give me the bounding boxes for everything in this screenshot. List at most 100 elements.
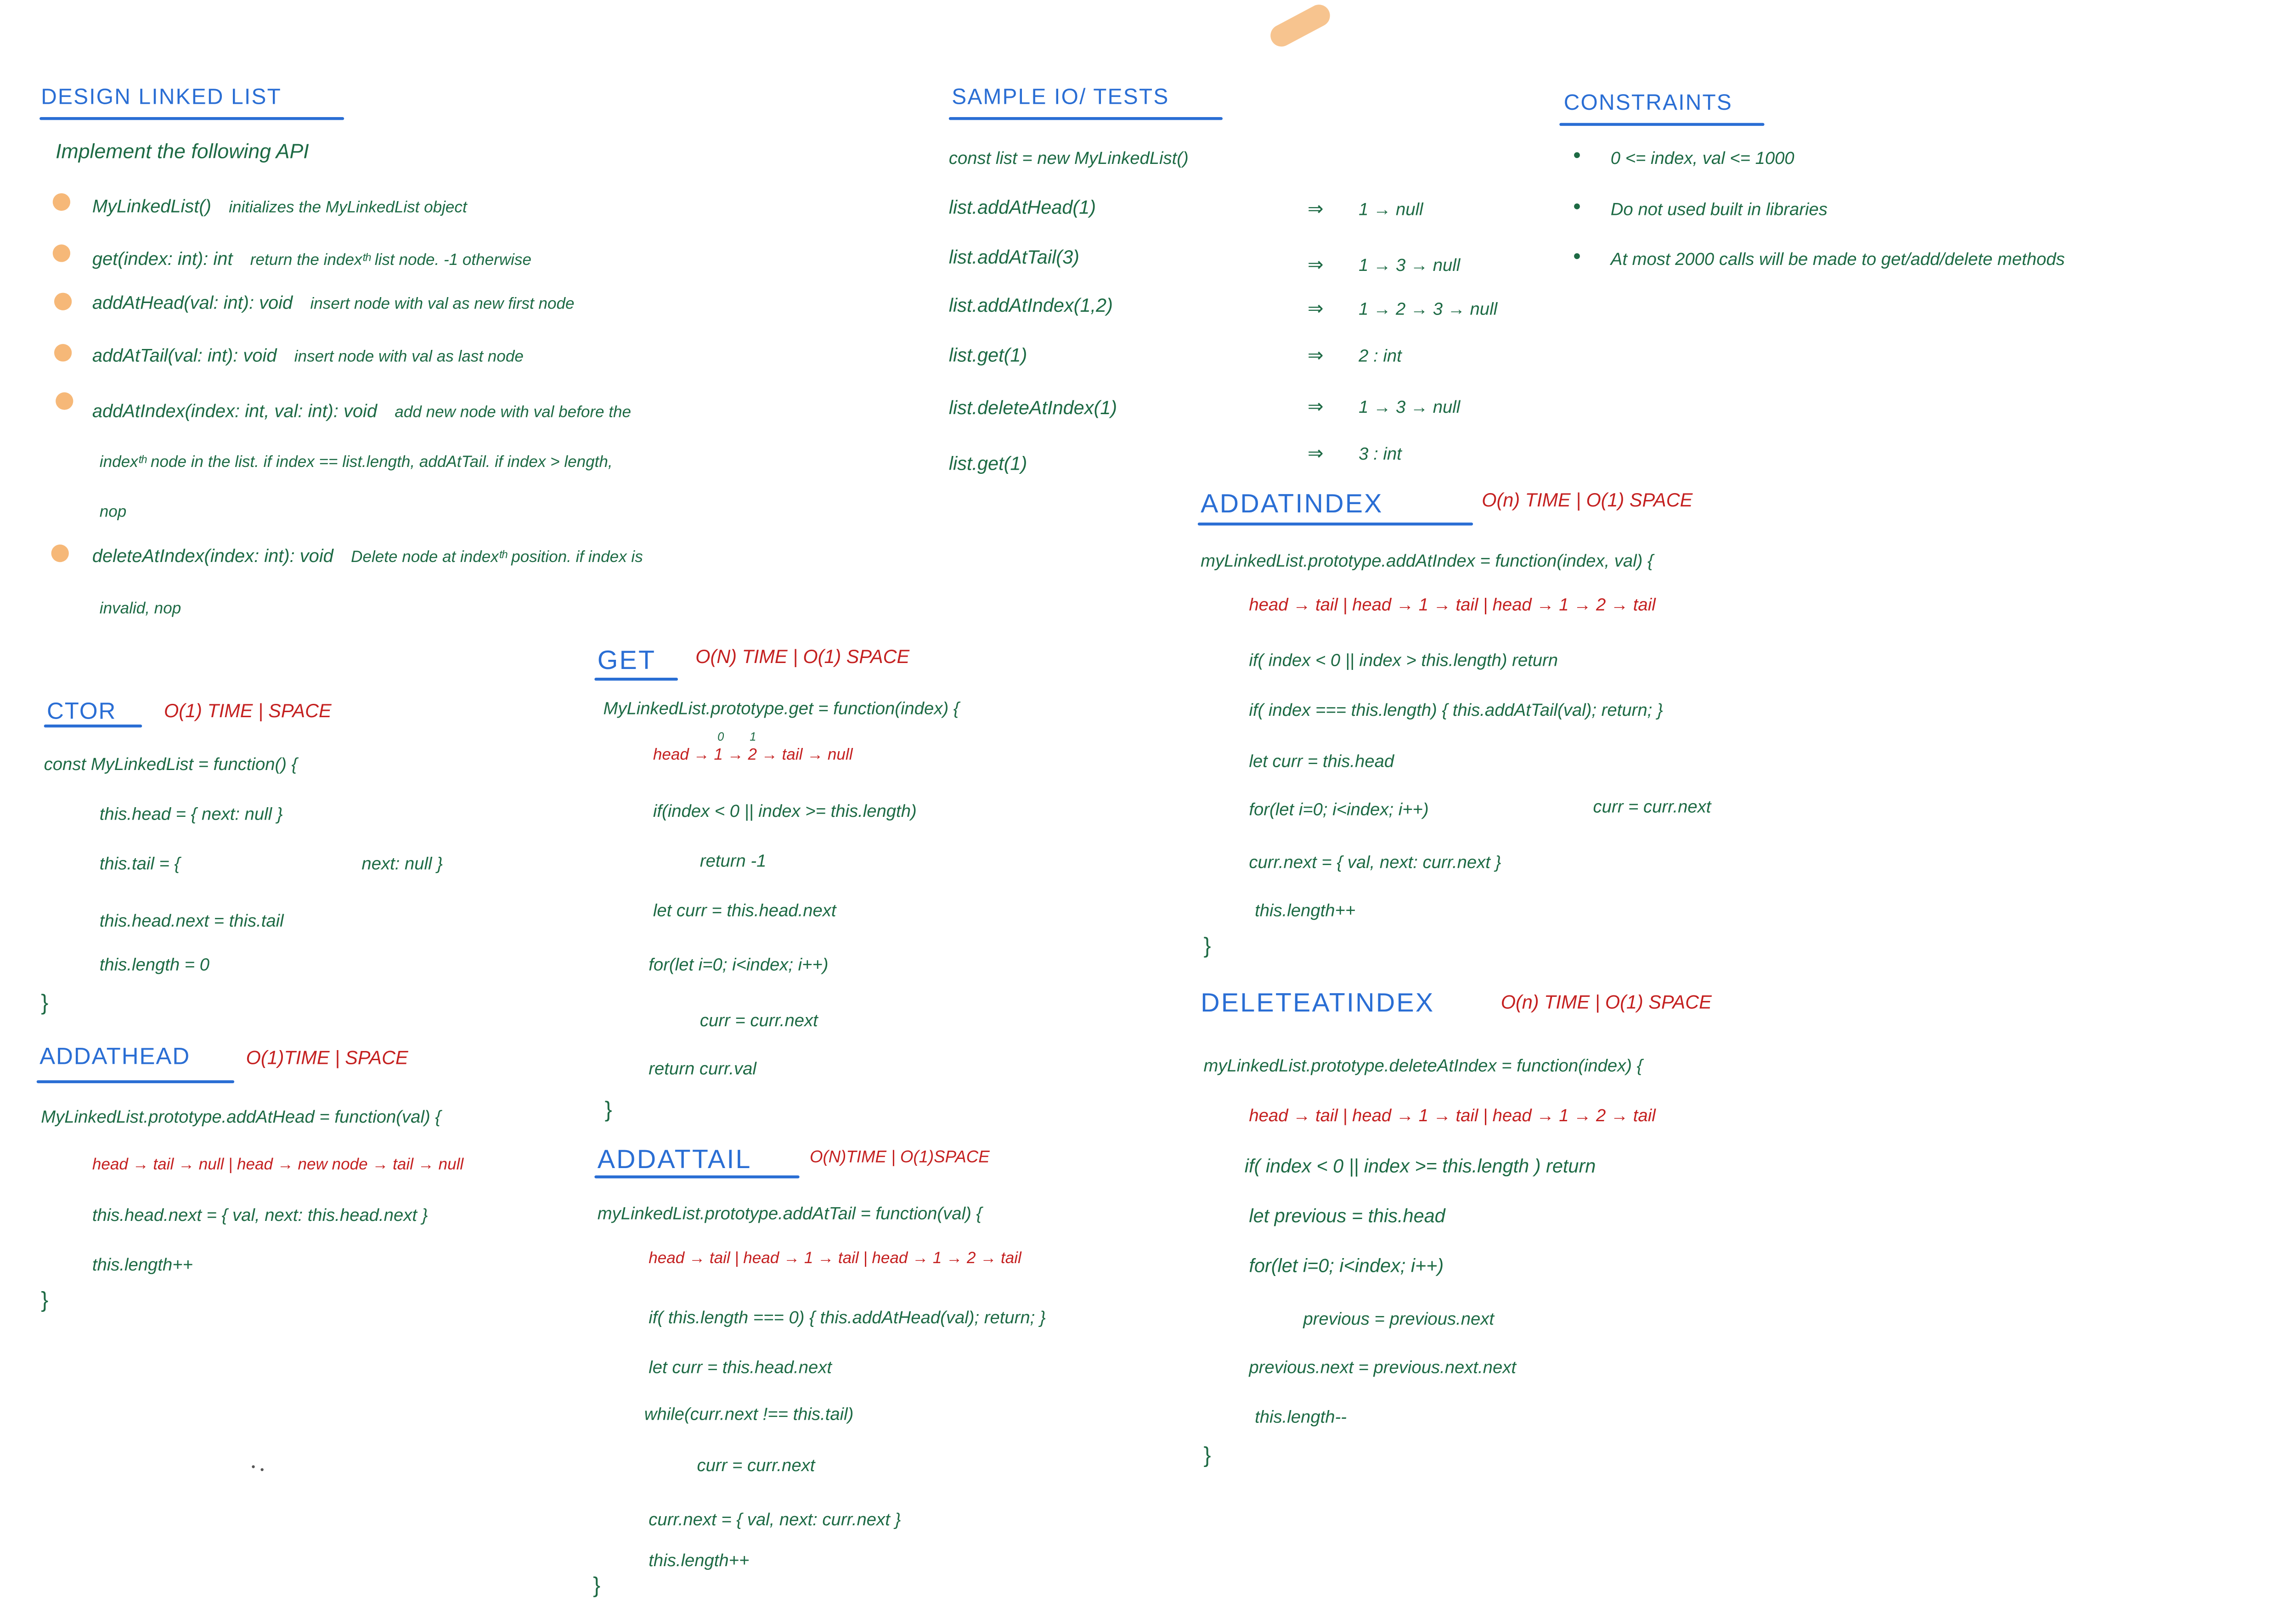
add-at-tail-complexity: O(N)TIME | O(1)SPACE <box>809 1149 990 1167</box>
ctor-complexity: O(1) TIME | SPACE <box>164 699 332 722</box>
code-line: previous.next = previous.next.next <box>1249 1357 1516 1377</box>
api-description: Delete node at indexᵗʰ position. if inde… <box>351 549 643 567</box>
code-line: this.head = { next: null } <box>99 804 283 824</box>
test-result: 3 : int <box>1359 443 1402 464</box>
stray-dot <box>260 1468 264 1471</box>
add-at-tail-title: ADDATTAIL <box>597 1145 752 1174</box>
closing-brace: } <box>604 1098 612 1123</box>
code-line: this.length-- <box>1255 1406 1347 1428</box>
test-result: 1 → 2 → 3 → null <box>1359 298 1498 319</box>
add-at-head-complexity: O(1)TIME | SPACE <box>246 1046 408 1069</box>
api-title: DESIGN LINKED LIST <box>41 84 282 110</box>
api-description: initializes the MyLinkedList object <box>229 199 467 217</box>
code-line: if( index < 0 || index > this.length) re… <box>1249 650 1558 671</box>
test-result: 1 → 3 → null <box>1359 254 1461 275</box>
api-item-row: addAtHead(val: int): void insert node wi… <box>92 293 575 315</box>
test-result-row: ⇒ 3 : int <box>1308 442 1402 465</box>
code-line: if(index < 0 || index >= this.length) <box>653 800 917 821</box>
bullet-dot <box>54 292 72 310</box>
code-line: const MyLinkedList = function() { <box>44 753 298 775</box>
code-line: next: null } <box>361 853 443 874</box>
code-line: curr.next = { val, next: curr.next } <box>649 1509 901 1530</box>
bullet-dot <box>54 344 72 362</box>
sample-tests-title: SAMPLE IO/ TESTS <box>952 84 1169 110</box>
code-line: let previous = this.head <box>1249 1204 1445 1227</box>
ctor-title: CTOR <box>47 699 117 725</box>
implies-arrow: ⇒ <box>1307 297 1324 319</box>
implies-arrow: ⇒ <box>1307 197 1324 220</box>
api-signature: MyLinkedList() <box>92 196 211 217</box>
constraint-item: Do not used built in libraries <box>1610 199 1828 220</box>
constraints-title: CONSTRAINTS <box>1563 90 1733 116</box>
code-line: let curr = this.head.next <box>649 1357 832 1377</box>
code-line: if( index < 0 || index >= this.length ) … <box>1244 1155 1596 1177</box>
code-line: curr = curr.next <box>1593 796 1711 817</box>
api-title-underline <box>39 117 344 119</box>
api-item-row: deleteAtIndex(index: int): void Delete n… <box>92 546 643 568</box>
test-result: 1 → null <box>1359 199 1423 220</box>
code-line: this.tail = { <box>99 853 181 874</box>
closing-brace: } <box>41 1288 49 1313</box>
diagram-annotation: head → tail → null | head → new node → t… <box>92 1156 464 1174</box>
closing-brace: } <box>593 1574 601 1599</box>
api-item-row: get(index: int): int return the indexᵗʰ … <box>92 249 531 271</box>
code-line: this.length++ <box>649 1550 750 1571</box>
code-line: MyLinkedList.prototype.get = function(in… <box>603 698 959 719</box>
test-call: list.addAtIndex(1,2) <box>948 294 1113 316</box>
constraints-title-underline <box>1559 123 1765 125</box>
test-result: 2 : int <box>1359 345 1402 366</box>
stray-dot <box>252 1465 255 1468</box>
constraint-bullet <box>1574 152 1580 158</box>
api-signature: addAtIndex(index: int, val: int): void <box>92 401 378 422</box>
diagram-annotation: head → tail | head → 1 → tail | head → 1… <box>649 1250 1021 1268</box>
get-title-underline <box>594 678 678 680</box>
api-item-row: addAtTail(val: int): void insert node wi… <box>92 345 524 367</box>
implies-arrow: ⇒ <box>1307 395 1324 417</box>
add-at-head-title: ADDATHEAD <box>39 1045 191 1070</box>
api-description: return the indexᵗʰ list node. -1 otherwi… <box>250 252 531 270</box>
test-result: 1 → 3 → null <box>1359 396 1461 417</box>
code-line: for(let i=0; i<index; i++) <box>1249 799 1429 820</box>
code-line: return curr.val <box>649 1058 756 1079</box>
delete-at-index-title: DELETEATINDEX <box>1201 988 1435 1017</box>
code-line: curr.next = { val, next: curr.next } <box>1249 852 1501 873</box>
api-item-row: MyLinkedList() initializes the MyLinkedL… <box>92 196 467 218</box>
api-signature: deleteAtIndex(index: int): void <box>92 546 333 567</box>
test-setup: const list = new MyLinkedList() <box>948 147 1189 169</box>
code-line: myLinkedList.prototype.deleteAtIndex = f… <box>1203 1055 1643 1076</box>
api-intro: Implement the following API <box>56 139 309 163</box>
bullet-dot <box>52 193 71 211</box>
sample-tests-title-underline <box>948 117 1223 119</box>
test-call: list.deleteAtIndex(1) <box>948 396 1117 419</box>
code-line: curr = curr.next <box>697 1455 815 1476</box>
code-line: myLinkedList.prototype.addAtIndex = func… <box>1201 550 1653 571</box>
bullet-dot <box>56 392 73 410</box>
add-at-tail-title-underline <box>594 1175 800 1178</box>
get-title: GET <box>597 645 656 675</box>
add-at-index-complexity: O(n) TIME | O(1) SPACE <box>1482 489 1693 511</box>
test-result-row: ⇒ 2 : int <box>1308 344 1402 367</box>
code-line: this.length++ <box>92 1254 193 1275</box>
diagram-annotation: head → 1 → 2 → tail → null <box>653 746 853 764</box>
closing-brace: } <box>41 991 49 1016</box>
code-line: for(let i=0; i<index; i++) <box>1249 1254 1444 1276</box>
test-result-row: ⇒ 1 → null <box>1308 197 1423 220</box>
constraint-bullet <box>1574 253 1580 259</box>
implies-arrow: ⇒ <box>1307 442 1324 464</box>
api-signature: get(index: int): int <box>92 248 233 270</box>
diagram-annotation: head → tail | head → 1 → tail | head → 1… <box>1249 594 1656 615</box>
code-line: while(curr.next !== this.tail) <box>644 1404 854 1424</box>
test-call: list.get(1) <box>948 344 1027 366</box>
closing-brace: } <box>1203 1443 1211 1468</box>
ctor-title-underline <box>44 725 142 727</box>
constraint-bullet <box>1574 203 1580 209</box>
api-description-continuation: invalid, nop <box>99 600 181 618</box>
code-line: previous = previous.next <box>1303 1309 1495 1329</box>
code-line: MyLinkedList.prototype.addAtHead = funct… <box>41 1107 441 1127</box>
test-result-row: ⇒ 1 → 3 → null <box>1308 395 1460 418</box>
delete-at-index-complexity: O(n) TIME | O(1) SPACE <box>1501 991 1712 1013</box>
api-description-continuation: indexᵗʰ node in the list. if index == li… <box>99 454 613 472</box>
code-line: this.length++ <box>1255 900 1356 921</box>
code-line: return -1 <box>700 850 767 871</box>
